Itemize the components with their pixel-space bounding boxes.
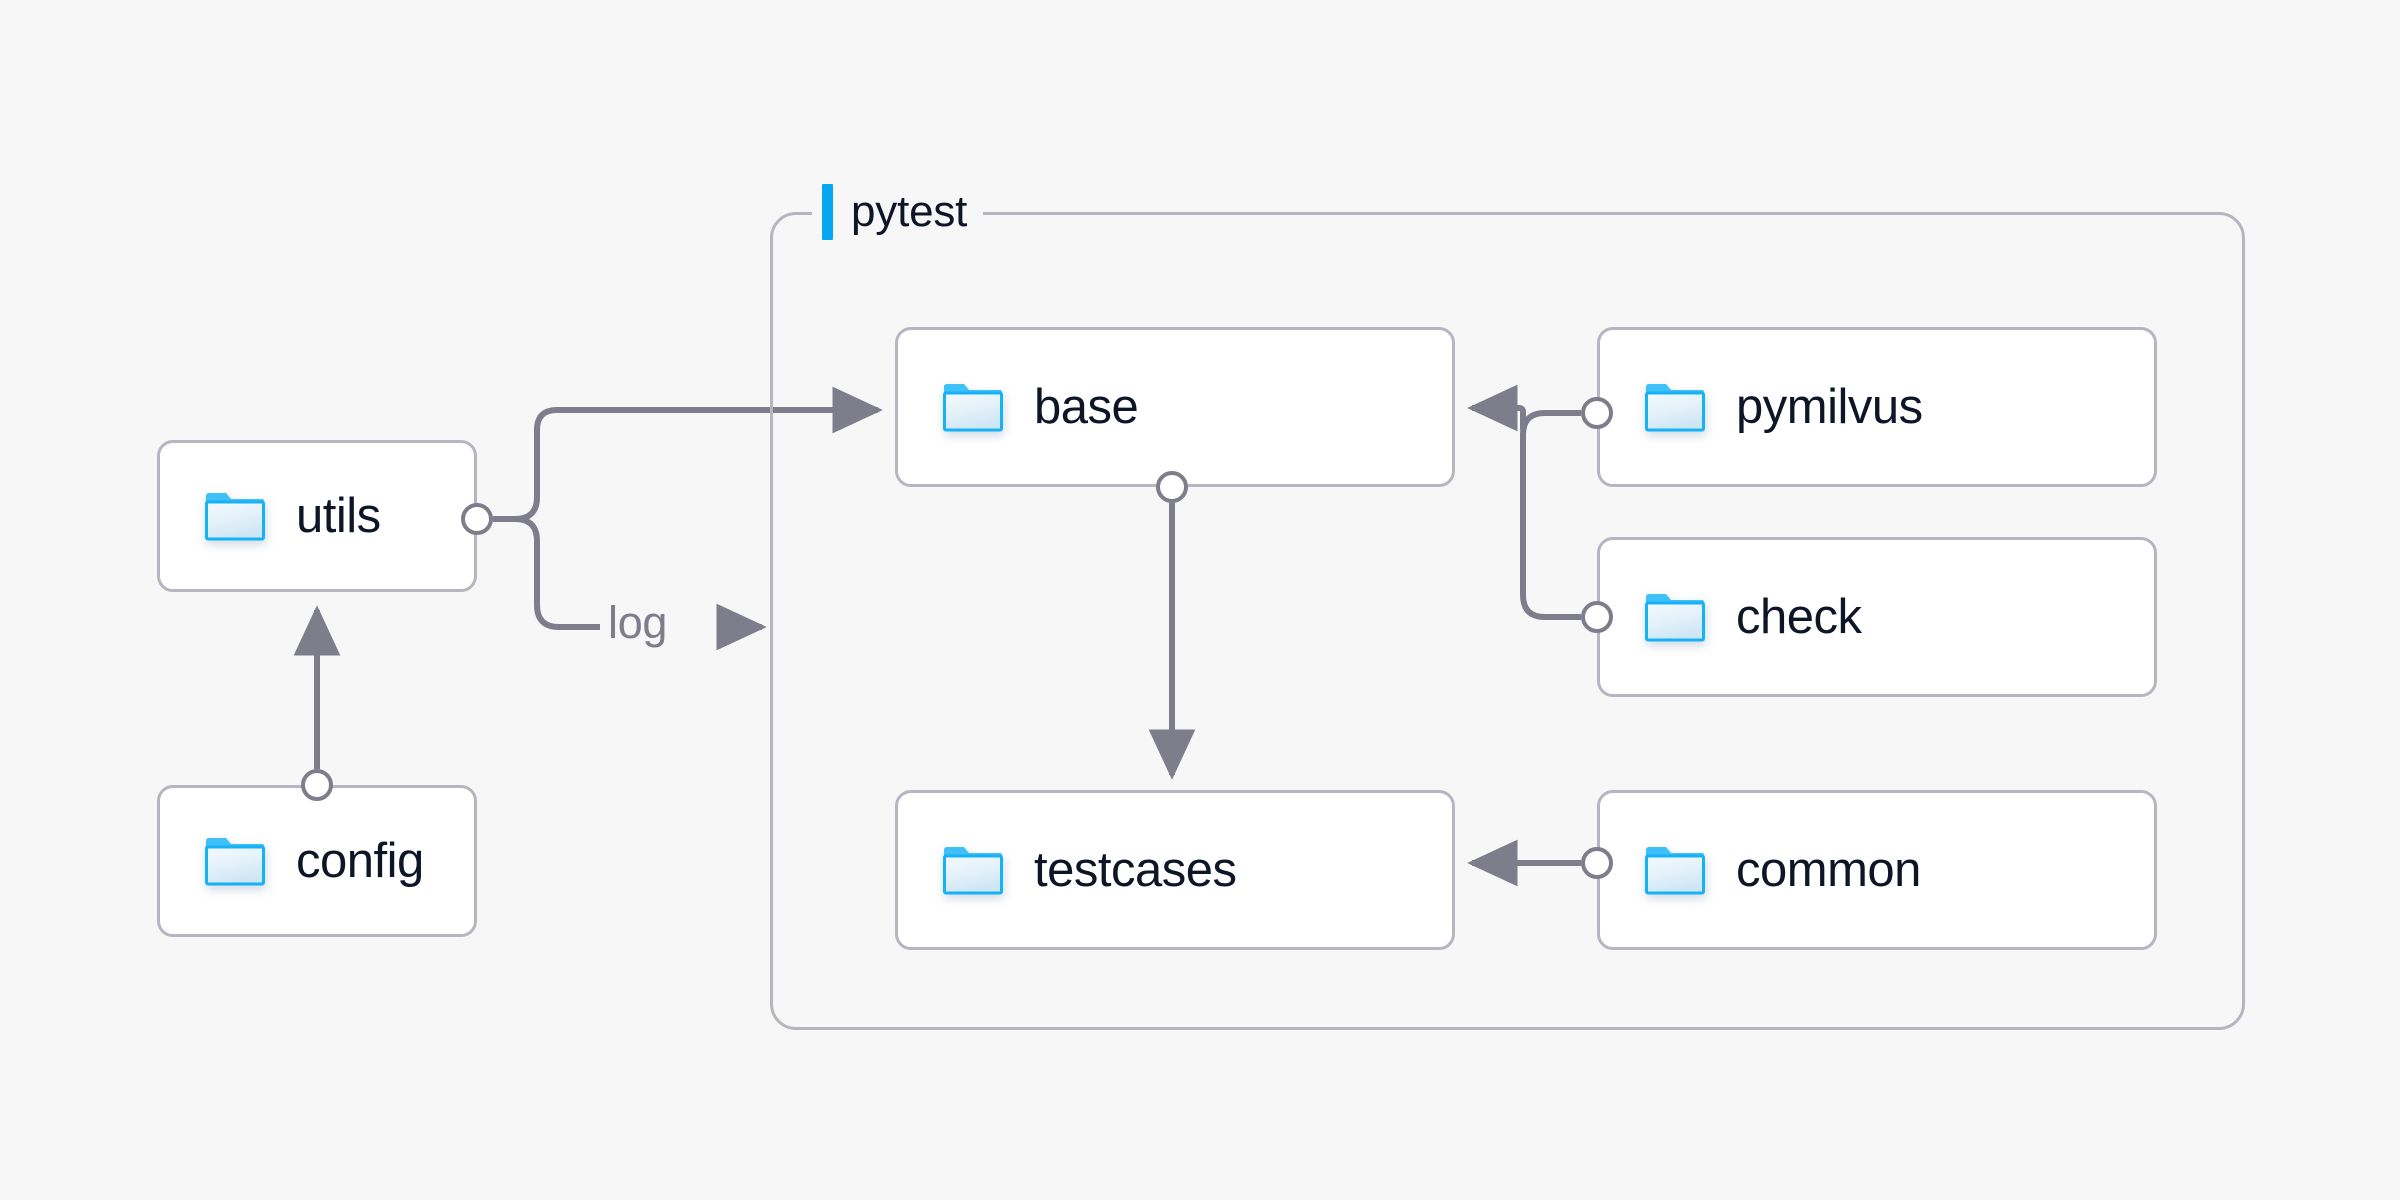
folder-icon — [943, 384, 1003, 432]
node-utils[interactable]: utils — [157, 440, 477, 592]
folder-icon — [205, 493, 265, 541]
folder-icon — [1645, 384, 1705, 432]
group-accent-bar — [822, 184, 833, 240]
folder-icon — [1645, 847, 1705, 895]
folder-icon — [943, 847, 1003, 895]
node-base[interactable]: base — [895, 327, 1455, 487]
node-pymilvus-label: pymilvus — [1736, 380, 1923, 434]
node-testcases[interactable]: testcases — [895, 790, 1455, 950]
node-common-label: common — [1736, 843, 1921, 897]
node-base-label: base — [1034, 380, 1139, 434]
group-pytest-label: pytest — [851, 187, 968, 236]
node-check-label: check — [1736, 590, 1862, 644]
node-pymilvus[interactable]: pymilvus — [1597, 327, 2157, 487]
node-utils-label: utils — [296, 489, 381, 543]
port-pymilvus-left[interactable] — [1581, 397, 1613, 429]
port-common-left[interactable] — [1581, 847, 1613, 879]
port-base-bottom[interactable] — [1156, 471, 1188, 503]
node-check[interactable]: check — [1597, 537, 2157, 697]
group-pytest-title: pytest — [812, 183, 984, 241]
port-check-left[interactable] — [1581, 601, 1613, 633]
node-common[interactable]: common — [1597, 790, 2157, 950]
node-testcases-label: testcases — [1034, 843, 1237, 897]
port-utils-right[interactable] — [461, 503, 493, 535]
node-config[interactable]: config — [157, 785, 477, 937]
port-config-top[interactable] — [301, 769, 333, 801]
node-config-label: config — [296, 834, 424, 888]
folder-icon — [1645, 594, 1705, 642]
connector-utils-to-log — [493, 516, 600, 630]
folder-icon — [205, 838, 265, 886]
group-pytest[interactable] — [770, 212, 2245, 1030]
edge-label-log[interactable]: log — [608, 597, 668, 648]
